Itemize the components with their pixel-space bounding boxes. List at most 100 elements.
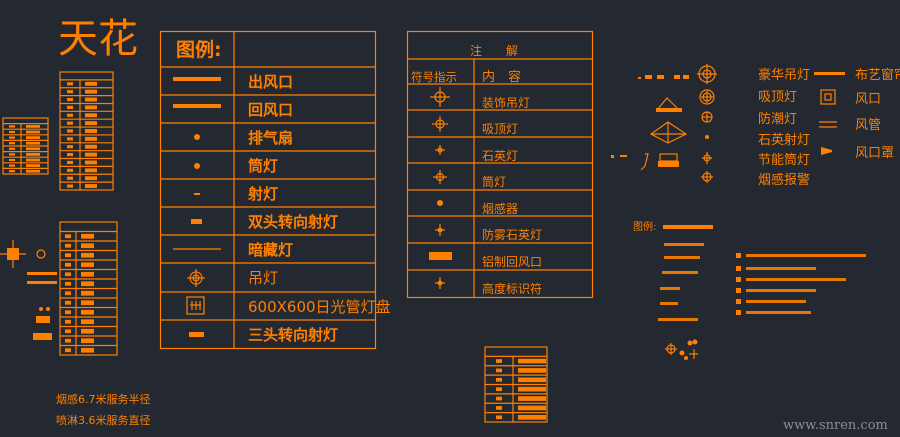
mini-table-symbol [65,329,71,334]
exhaust-fan-icon [194,134,200,140]
mini-table-symbol [67,105,73,109]
mini-table-cell-mark [26,158,40,162]
mini-table-symbol [67,129,73,133]
right-legend-label: 豪华吊灯 [758,67,810,83]
annotation-symbol [736,299,741,304]
mini-table-cell-mark [85,97,97,102]
mini-table-cell-mark [85,152,97,157]
mini-table-cell-mark [26,169,40,173]
bar-light-icon [27,272,57,275]
pendant-lamp-elevation-icon-2 [649,121,688,144]
mini-table-cell-mark [81,347,94,353]
scattered-light-icons [665,339,698,360]
annotation-entry-mark [660,302,678,305]
mini-table-cell-mark [518,358,546,364]
right-legend-label: 烟感报警 [758,172,810,188]
mini-table-symbol [65,234,71,239]
mini-table-symbol [65,253,71,258]
legend-row-label: 吊灯 [248,269,278,287]
annotation-symbol [736,310,741,315]
notes-col-content: 内 容 [482,69,521,85]
mini-table-cell-mark [26,141,40,145]
notes-table-border [406,30,594,299]
legend-row-label: 射灯 [247,185,278,203]
annotation-entry-mark [746,300,806,303]
mini-table-cell-mark [81,328,94,334]
notes-row-label: 铝制回风口 [482,254,542,269]
legend-row-label: 双头转向射灯 [248,213,338,231]
quartz-spotlight-icon [705,135,709,139]
curtain-icon [814,72,845,75]
vent-icon [820,89,836,105]
mini-table-cell-mark [81,309,94,315]
mini-table-symbol [496,415,502,420]
annotation-header: 图例: [633,220,656,233]
smoke-detector-icon [437,200,443,206]
mini-table-cell-mark [26,164,40,167]
legend-table: 图例: 出风口回风口排气扇筒灯射灯双头转向射灯暗藏灯吊灯600X600日光管灯盘… [159,30,391,350]
mini-table-symbol [67,184,73,188]
mini-table-symbol [65,348,71,353]
notes-row-label: 高度标识符 [482,281,542,296]
mini-table-cell-mark [81,252,94,258]
legend-row-label: 出风口 [248,73,293,91]
legend-row-label: 筒灯 [248,157,278,175]
mini-table-cell-mark [26,130,40,134]
downlight-icon [433,170,447,184]
mini-table-cell-mark [85,89,97,94]
mini-table-symbol [67,153,73,157]
mini-table-cell-mark [85,113,97,118]
mini-table-symbol [67,137,73,141]
luxury-chandelier-icon [697,64,717,84]
mini-table-cell-mark [85,81,97,86]
mini-table-symbol [9,147,15,150]
legend-row-label: 三头转向射灯 [248,326,338,344]
legend-row-label: 回风口 [248,101,293,119]
right-legend-label: 风管 [855,118,881,133]
legend-row-label: 排气扇 [248,129,293,147]
mini-table-symbol [496,396,502,401]
mini-table-cell-mark [518,386,546,392]
mini-table-symbol [65,243,71,248]
ceiling-light-icon [699,89,715,105]
notes-row-label: 装饰吊灯 [482,96,530,110]
mini-table-cell-mark [85,121,97,126]
mini-table-cell-mark [81,243,94,249]
mini-table-symbol [9,130,15,134]
box-icon-2 [33,333,52,340]
chandelier-elevation-icons [638,75,689,79]
right-legend-label: 风口 [855,92,881,107]
notes-row-label: 石英灯 [482,149,518,163]
mini-table-cell-mark [85,176,97,181]
mini-table-symbol [496,359,502,363]
annotation-symbol [736,288,741,293]
notes-row-label: 烟感器 [482,201,518,216]
mini-table-cell-mark [81,271,94,277]
right-legend-label: 吸顶灯 [758,90,797,105]
return-vent-icon [173,104,221,108]
notes-col-symbol: 符号指示 [411,70,457,84]
mini-table-symbol [67,168,73,172]
mini-table-symbol [9,158,15,162]
mini-table-cell-mark [26,153,40,156]
mini-table-symbol [9,164,15,167]
mini-table-cell-mark [518,377,546,383]
downlight-icon [194,163,200,169]
mini-table-symbol [65,291,71,296]
mini-table-cell-mark [518,368,546,373]
annotation-entry-mark [746,278,846,281]
legend-table-header: 图例: [176,38,222,61]
legend-table-border [159,30,377,350]
right-legend-label: 防潮灯 [758,111,797,127]
right-legend-label: 节能筒灯 [758,152,810,168]
mini-table-symbol [9,170,15,173]
mini-table-cell-mark [26,125,40,128]
ceiling-light-icon [432,116,448,132]
duct-icon [819,121,837,128]
notes-row-label: 筒灯 [482,174,506,189]
mini-table-symbol [9,153,15,156]
mini-table-cell-mark [26,136,40,139]
annotation-entry-mark [746,267,816,270]
